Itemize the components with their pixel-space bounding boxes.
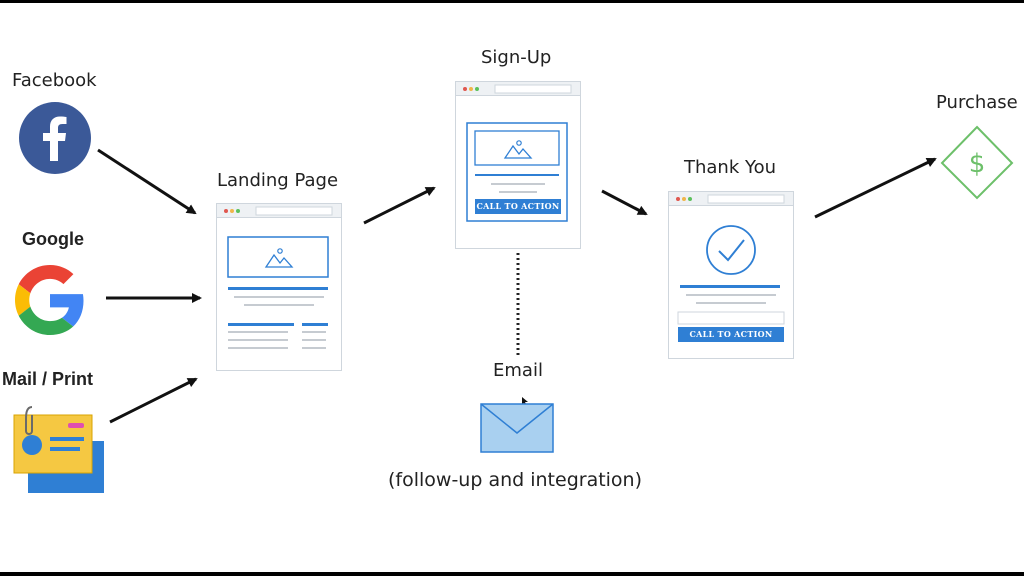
signup-cta-button[interactable]: CALL TO ACTION (475, 199, 561, 214)
google-label: Google (22, 229, 84, 249)
arrow-facebook-to-landing (97, 148, 197, 215)
arrow-signup-to-thankyou (601, 189, 648, 216)
landing-page-label: Landing Page (217, 170, 339, 191)
arrows-layer (97, 148, 937, 424)
google-icon (15, 265, 84, 335)
arrow-thankyou-to-purchase (814, 157, 937, 219)
mail-print-card-icon (13, 406, 104, 493)
checkmark-icon (706, 225, 756, 275)
envelope-icon (480, 403, 554, 453)
svg-text:$: $ (969, 149, 986, 179)
signup-label: Sign-Up (481, 47, 552, 68)
cursor-icon (522, 397, 528, 407)
thankyou-cta-button[interactable]: CALL TO ACTION (678, 327, 784, 342)
thankyou-label: Thank You (684, 157, 777, 178)
email-label: Email (493, 360, 543, 381)
facebook-label: Facebook (12, 70, 97, 91)
arrow-landing-to-signup (363, 186, 436, 225)
facebook-icon (19, 102, 91, 174)
email-caption: (follow-up and integration) (388, 469, 643, 491)
arrow-mail-to-landing (109, 377, 198, 424)
purchase-label: Purchase (936, 92, 1018, 113)
landing-page-mockup (216, 203, 342, 371)
dollar-diamond-icon: $ (940, 125, 1014, 200)
signup-mockup (455, 81, 581, 249)
mail-print-label: Mail / Print (2, 369, 94, 389)
funnel-diagram: Facebook Google Mail / Print Landing Pag… (0, 3, 1024, 572)
